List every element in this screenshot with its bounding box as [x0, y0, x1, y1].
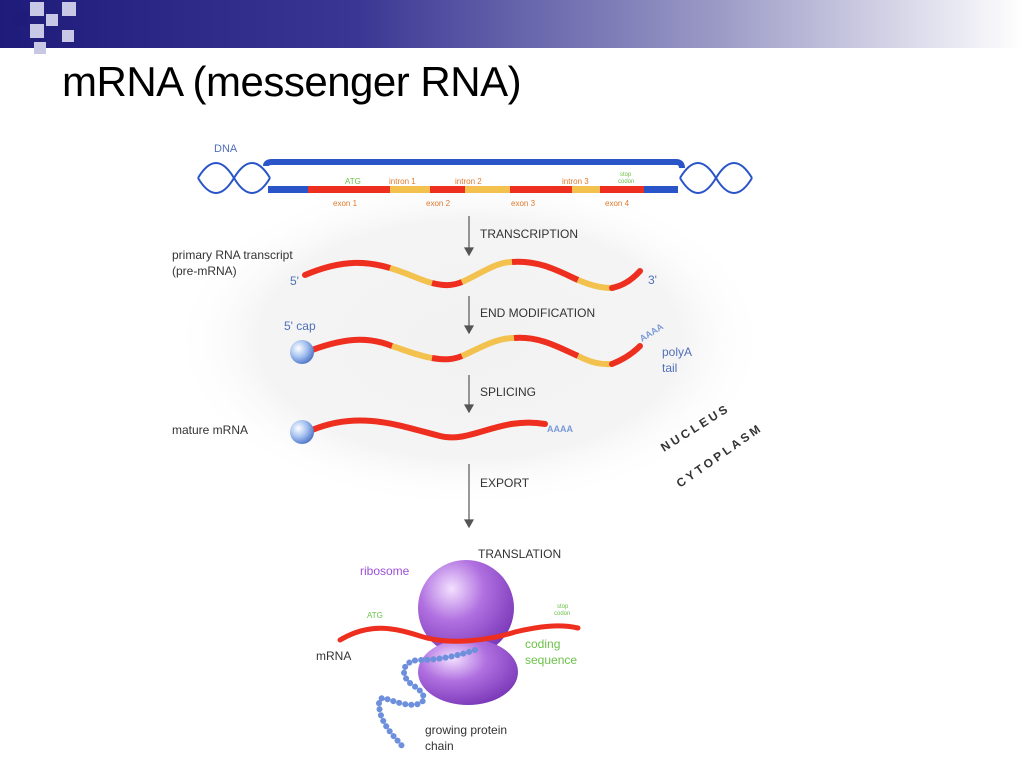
mature-cap — [290, 420, 314, 444]
logo-square-light — [30, 24, 44, 38]
mature-aaaa-label: AAAA — [547, 424, 573, 434]
translation-stop-label: codon — [554, 611, 570, 617]
polya-label: polyA — [662, 345, 692, 359]
capped-mrna-strand — [309, 334, 643, 368]
stop-codon-label: codon — [618, 179, 634, 185]
primary-transcript-label: primary RNA transcript — [172, 248, 293, 262]
intron-segment — [465, 186, 510, 193]
step-transcription: TRANSCRIPTION — [480, 227, 578, 241]
exon-segment — [510, 186, 572, 193]
step-export: EXPORT — [480, 476, 530, 490]
stop-codon-label: stop — [620, 172, 632, 178]
translation-stop-label: stop — [557, 604, 569, 610]
intron-segment — [390, 186, 430, 193]
three-prime-label: 3' — [648, 273, 657, 287]
intron2-label: intron 2 — [455, 177, 482, 186]
step-end-modification: END MODIFICATION — [480, 306, 595, 320]
dna-label: DNA — [214, 143, 238, 155]
logo-square-light — [62, 30, 74, 42]
dna-helix — [197, 159, 753, 194]
ribosome-small-subunit — [418, 639, 518, 705]
ribosome-label: ribosome — [360, 564, 410, 578]
translation-mrna-strand — [337, 623, 581, 644]
exon3-label: exon 3 — [511, 199, 536, 208]
exon4-label: exon 4 — [605, 199, 630, 208]
exon-segment — [600, 186, 644, 193]
five-cap-label: 5' cap — [284, 319, 316, 333]
intron1-label: intron 1 — [389, 177, 416, 186]
logo-square-dark — [14, 12, 28, 26]
nucleus-region — [170, 170, 770, 510]
exon-segment — [430, 186, 465, 193]
step-splicing: SPLICING — [480, 385, 536, 399]
process-arrows — [463, 216, 475, 529]
pre-mrna-strand — [302, 258, 643, 291]
logo-square-light — [62, 2, 76, 16]
five-prime-label: 5' — [290, 274, 299, 288]
logo-square-light — [34, 42, 46, 54]
protein-chain — [376, 647, 478, 749]
protein-chain-label: chain — [425, 739, 454, 753]
exon1-label: exon 1 — [333, 199, 358, 208]
exon-segment — [308, 186, 390, 193]
slide-title: mRNA (messenger RNA) — [62, 58, 522, 105]
mature-mrna-strand — [309, 417, 548, 441]
exon2-label: exon 2 — [426, 199, 451, 208]
intron-segment — [572, 186, 600, 193]
coding-sequence-label: coding — [525, 637, 560, 651]
atg-label: ATG — [345, 177, 361, 186]
header-bar — [0, 0, 1024, 48]
mature-mrna-label: mature mRNA — [172, 423, 248, 437]
coding-sequence-label: sequence — [525, 653, 577, 667]
step-translation: TRANSLATION — [478, 547, 561, 561]
logo-square-light — [46, 14, 58, 26]
intron3-label: intron 3 — [562, 177, 589, 186]
polya-tail-label: tail — [662, 361, 677, 375]
pre-mrna-label: (pre-mRNA) — [172, 264, 237, 278]
protein-chain-label: growing protein — [425, 723, 507, 737]
mrna-label: mRNA — [316, 649, 351, 663]
logo-square-light — [30, 2, 44, 16]
translation-atg-label: ATG — [367, 611, 383, 620]
ribosome-large-subunit — [418, 560, 514, 656]
five-prime-cap — [290, 340, 314, 364]
